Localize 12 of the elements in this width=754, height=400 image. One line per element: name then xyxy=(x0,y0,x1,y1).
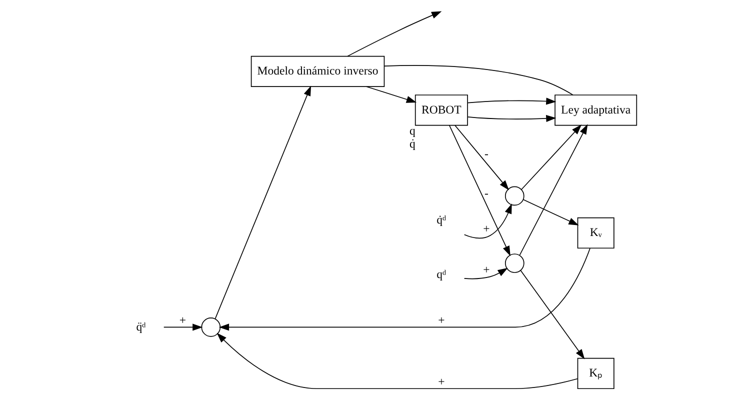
edge-label: + xyxy=(482,222,490,236)
node-text: qᵈ xyxy=(436,268,446,282)
edge-label: - xyxy=(484,186,488,200)
edge-label: + xyxy=(178,314,186,327)
edge-label: + xyxy=(438,314,444,327)
node-label: q xyxy=(408,124,415,138)
node-label: q̇ xyxy=(408,137,415,150)
edge-label: + xyxy=(482,264,490,277)
node-text: q̇ᵈ xyxy=(436,213,446,226)
edge-label: + xyxy=(438,375,444,388)
edge-label: - xyxy=(484,147,488,160)
node-text: q̈ᵈ xyxy=(136,320,146,334)
